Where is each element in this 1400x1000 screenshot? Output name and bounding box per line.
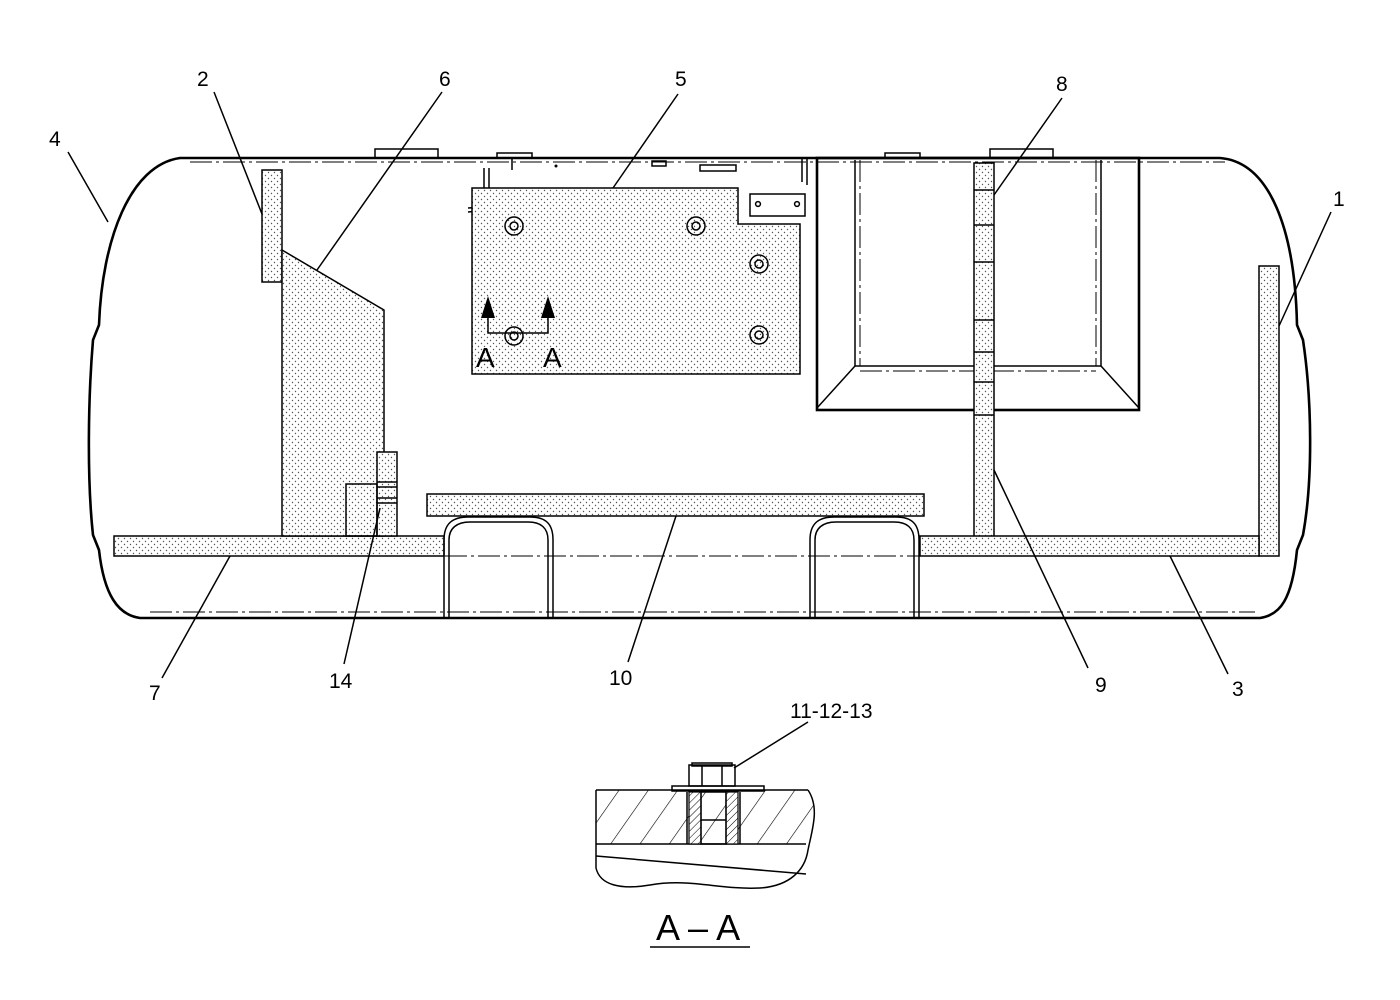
divider-joints — [974, 189, 994, 416]
callout-11-12-13: 11-12-13 — [790, 700, 873, 723]
right-floor-panel — [919, 535, 1260, 557]
channel-brackets — [443, 516, 920, 618]
small-post — [376, 451, 398, 537]
section-body — [596, 790, 815, 844]
tank-shell — [87, 156, 1312, 620]
callout-3: 3 — [1232, 678, 1244, 701]
bracket-plate — [749, 193, 806, 217]
callout-5: 5 — [675, 68, 687, 91]
section-marker: A A — [476, 296, 562, 373]
callout-4: 4 — [49, 128, 61, 151]
callout-2: 2 — [197, 68, 209, 91]
callout-1: 1 — [1333, 188, 1345, 211]
upper-left-strip — [261, 169, 283, 283]
callout-8: 8 — [1056, 73, 1068, 96]
callout-14: 14 — [329, 670, 353, 693]
mounting-plate — [471, 187, 801, 375]
callout-7: 7 — [149, 682, 161, 705]
section-title: A – A — [656, 907, 740, 948]
section-detail — [595, 762, 816, 889]
bolt-heads — [504, 216, 769, 346]
section-mark-right: A — [543, 342, 562, 373]
left-floor-panel — [113, 535, 445, 557]
shelf-plate — [426, 493, 925, 517]
callout-10: 10 — [609, 667, 632, 690]
right-wall-panel — [1258, 265, 1280, 557]
callout-9: 9 — [1095, 674, 1107, 697]
leader-lines — [67, 91, 1332, 769]
callout-6: 6 — [439, 68, 451, 91]
section-mark-left: A — [476, 342, 495, 373]
left-baffle — [281, 248, 385, 537]
post-block — [345, 483, 378, 537]
vertical-divider — [973, 162, 995, 538]
callout-labels: 1 2 3 4 5 6 7 8 9 10 14 11-12-13 — [49, 68, 1345, 723]
